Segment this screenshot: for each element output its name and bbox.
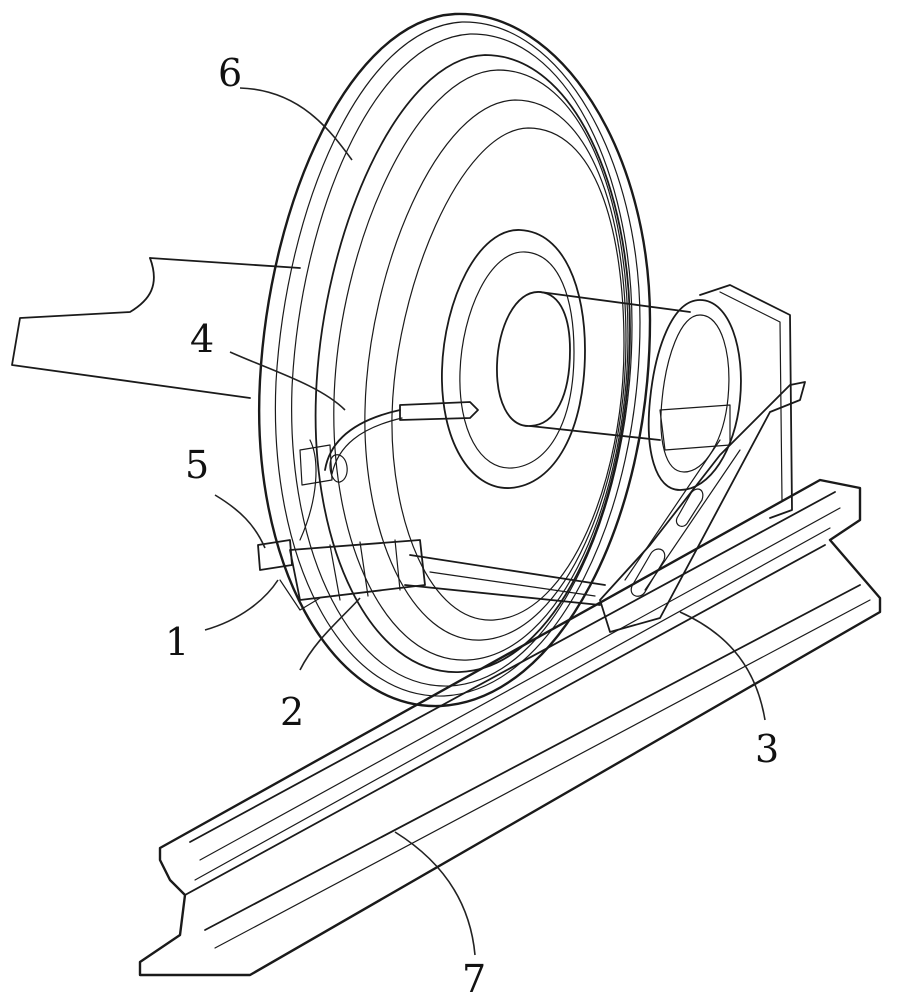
leader-3	[679, 611, 766, 721]
leader-6	[239, 87, 353, 161]
support-bracket	[599, 381, 806, 633]
sensor-module	[279, 539, 426, 611]
label-part-1: 1	[165, 620, 189, 664]
axle-right	[529, 291, 691, 441]
axle-left	[11, 257, 301, 399]
leader-lines	[204, 87, 766, 956]
leader-1	[204, 579, 279, 631]
horizontal-beam	[404, 554, 606, 606]
label-part-3: 3	[755, 727, 779, 771]
label-part-5: 5	[185, 443, 209, 487]
part-labels: 6 4 5 1 2 3 7	[165, 51, 779, 1001]
sensor-mount	[257, 444, 348, 571]
label-part-7: 7	[462, 957, 486, 1001]
wheel	[257, 12, 652, 708]
leader-7	[394, 831, 476, 956]
label-part-2: 2	[280, 690, 304, 734]
label-part-4: 4	[190, 317, 214, 361]
label-part-6: 6	[218, 51, 242, 95]
leader-2	[299, 597, 361, 671]
leader-4	[229, 351, 346, 411]
rail	[138, 478, 882, 977]
leader-5	[214, 494, 266, 549]
axle-end-frame	[647, 284, 793, 519]
